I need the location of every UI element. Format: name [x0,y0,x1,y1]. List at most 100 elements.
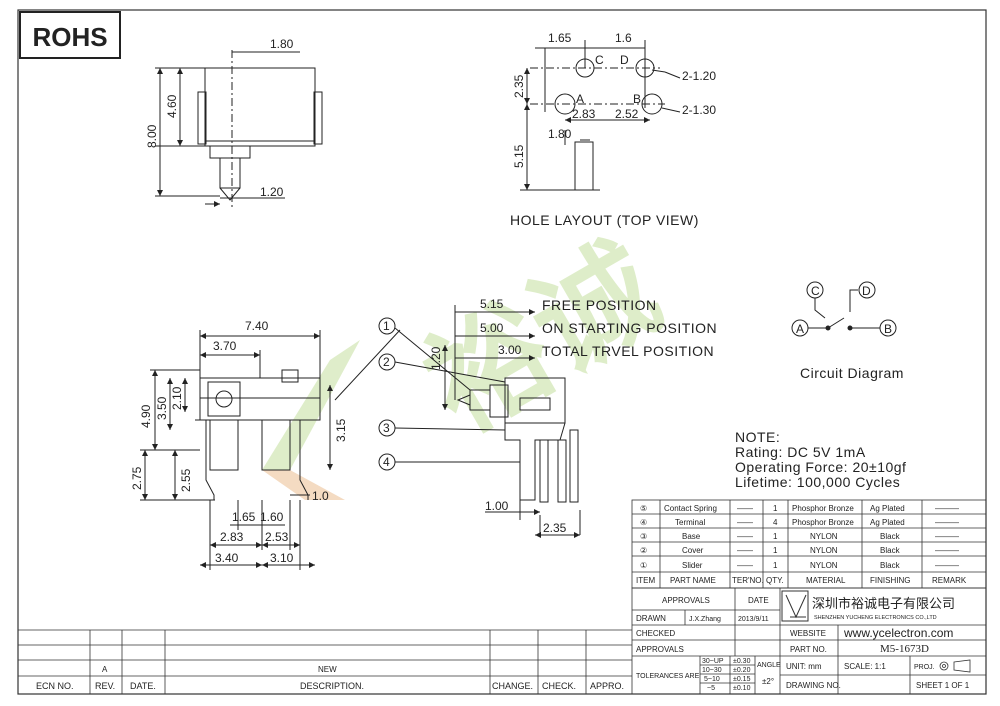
balloon-4: 4 [383,455,390,469]
hole-large-label: 2-1.30 [682,103,716,117]
dim-16-hole: 1.6 [615,31,632,45]
bom-header-qty: QTY. [766,576,784,585]
bom-part-name: Contact Spring [664,504,717,513]
dim-160-front: 1.60 [260,510,284,524]
bom-header-ter: TER'NO. [732,576,764,585]
circuit-a: A [796,322,804,336]
drawn-date: 2013/9/11 [738,616,769,623]
part-balloons [378,317,396,471]
bom-material: Phosphor Bronze [792,504,854,513]
part-no-value: M5-1673D [880,643,929,655]
bom-item: ⑤ [640,504,647,513]
bom-row: ⑤ Contact Spring —— 1 Phosphor Bronze Ag… [640,504,959,513]
tol-range-3: 5~10 [704,676,720,683]
bom-part-name: Slider [682,561,703,570]
approvals-heading: APPROVALS [662,596,710,605]
projection-symbol-icon [939,659,971,673]
bom-finishing: Black [880,561,901,570]
rev-header-appro: APPRO. [590,681,624,691]
bom-remark: ——— [935,518,959,527]
website-label: WEBSITE [790,629,826,638]
bom-rows: ⑤ Contact Spring —— 1 Phosphor Bronze Ag… [640,504,959,570]
tol-value-2: ±0.20 [733,667,751,674]
dim-100-side: 1.00 [485,499,509,513]
rev-header-check: CHECK. [542,681,576,691]
rev-header-change: CHANGE. [492,681,533,691]
tol-value-3: ±0.15 [733,676,751,683]
part-no-label: PART NO. [790,645,827,654]
rev-new: NEW [318,665,337,674]
dim-500-side: 5.00 [480,321,504,335]
dim-120-top: 1.20 [260,185,284,199]
bom-ter: —— [737,532,753,541]
angle-tol: ±2° [762,677,774,686]
dim-300-side: 3.00 [498,343,522,357]
unit-value: UNIT: mm [786,662,822,671]
bom-table-grid [631,499,987,589]
bom-item: ② [640,546,647,555]
hole-small-label: 2-1.20 [682,69,716,83]
title-block-grid [631,587,987,695]
bom-part-name: Cover [682,546,704,555]
note-rating: Rating: DC 5V 1mA [735,444,866,460]
bom-header-material: MATERIAL [806,576,846,585]
dim-350: 3.50 [155,396,169,420]
bom-header-part-name: PART NAME [670,576,716,585]
bom-header-remark: REMARK [932,576,967,585]
bom-item: ① [640,561,647,570]
bom-qty: 1 [773,504,778,513]
rohs-badge-frame [19,11,121,59]
hole-pin-b: B [633,92,641,106]
total-travel-label: TOTAL TRVEL POSITION [542,343,714,359]
dim-120-side: 1.20 [429,346,443,370]
bom-qty: 1 [773,561,778,570]
bom-header-item: ITEM [636,576,655,585]
dim-490: 4.90 [139,404,153,428]
dim-252-hole: 2.52 [615,107,639,121]
bom-ter: —— [737,561,753,570]
scale-value: SCALE: 1:1 [844,662,886,671]
approvals-label: APPROVALS [636,645,684,654]
rev-a: A [102,665,108,674]
dim-235-hole: 2.35 [512,74,526,98]
free-position-label: FREE POSITION [542,297,657,313]
bom-part-name: Terminal [675,518,705,527]
hole-layout-title: HOLE LAYOUT (TOP VIEW) [510,212,699,228]
dim-180-top: 1.80 [270,37,294,51]
dim-460: 4.60 [165,94,179,118]
dim-253-front: 2.53 [265,530,289,544]
circuit-d: D [862,284,871,298]
tol-range-2: 10~30 [702,667,722,674]
watermark-logo: 裕诚 [262,221,680,500]
on-starting-label: ON STARTING POSITION [542,320,717,336]
bom-material: NYLON [810,561,838,570]
tol-value-4: ±0.10 [733,685,751,692]
watermark-text: 裕诚 [405,221,680,457]
bom-material: NYLON [810,546,838,555]
note-lifetime: Lifetime: 100,000 Cycles [735,474,900,490]
dim-740: 7.40 [245,319,269,333]
company-name-en: SHENZHEN YUCHENG ELECTRONICS CO.,LTD [814,615,937,621]
rev-header-ecn: ECN NO. [36,681,74,691]
bom-row: ③ Base —— 1 NYLON Black ——— [640,532,959,541]
dim-283-hole: 2.83 [572,107,596,121]
circuit-diagram [791,281,897,337]
bom-headers: ITEM PART NAME TER'NO. QTY. MATERIAL FIN… [636,576,967,585]
bom-qty: 1 [773,546,778,555]
side-view [334,305,581,538]
note-force: Operating Force: 20±10gf [735,459,906,475]
dim-275: 2.75 [130,466,144,490]
tol-range-4: ~5 [707,685,715,692]
dim-283-front: 2.83 [220,530,244,544]
bom-qty: 4 [773,518,778,527]
circuit-c: C [811,284,820,298]
dim-10: 1.0 [312,489,329,503]
dim-370: 3.70 [213,339,237,353]
revision-block-grid [18,629,632,694]
date-heading: DATE [748,596,769,605]
dim-180-hole: 1.80 [548,127,572,141]
front-view [140,330,333,570]
rev-header-description: DESCRIPTION. [300,681,364,691]
circuit-title: Circuit Diagram [800,365,904,381]
